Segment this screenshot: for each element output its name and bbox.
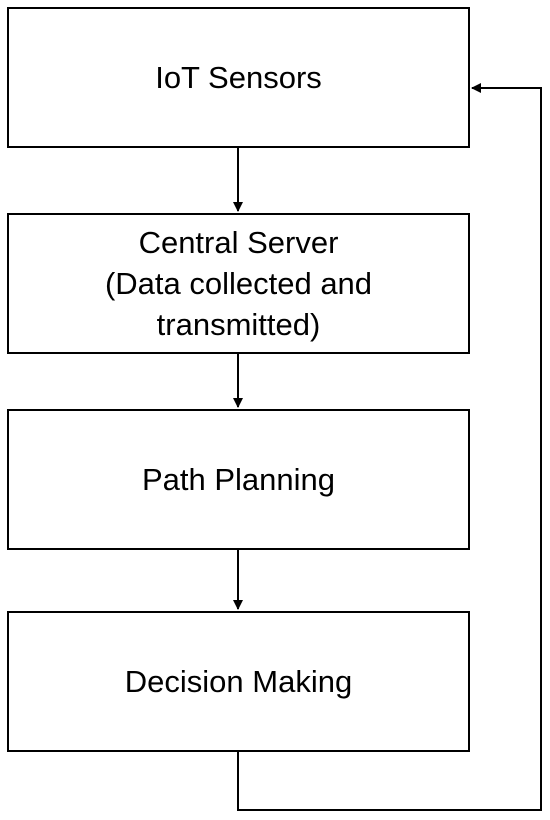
node-path-planning: Path Planning (7, 409, 470, 550)
node-label-path-planning: Path Planning (141, 462, 336, 497)
node-label-central-server: Central Server (Data collected and trans… (104, 225, 373, 342)
node-decision-making: Decision Making (7, 611, 470, 752)
edge-decision-to-iot-feedback (237, 83, 542, 811)
node-label-iot-sensors: IoT Sensors (155, 60, 322, 95)
node-iot-sensors: IoT Sensors (7, 7, 470, 148)
node-central-server: Central Server (Data collected and trans… (7, 213, 470, 354)
node-label-decision-making: Decision Making (124, 664, 353, 699)
